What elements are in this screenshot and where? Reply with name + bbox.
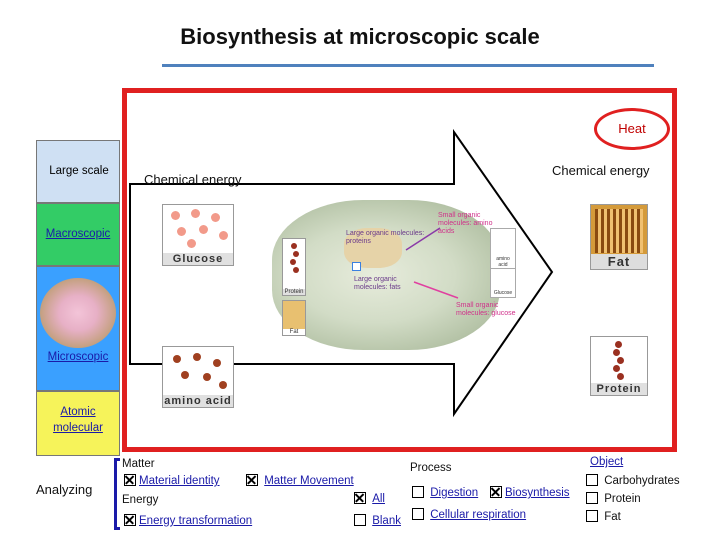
- glucose-inset-label: Glucose: [493, 290, 513, 296]
- arrow-glucose-to-fat: [413, 281, 459, 299]
- blank-option[interactable]: Blank: [354, 514, 401, 527]
- process-frame: [122, 88, 677, 452]
- energy-transformation-label[interactable]: Energy transformation: [139, 515, 253, 527]
- cellular-respiration-label[interactable]: Cellular respiration: [430, 509, 527, 521]
- checkbox-digestion[interactable]: [412, 486, 424, 498]
- scale-macroscopic-link[interactable]: Macroscopic: [45, 228, 111, 240]
- carbohydrates-label[interactable]: Carbohydrates: [604, 475, 680, 487]
- annotation-small-amino: Small organic molecules: amino acids: [438, 212, 493, 235]
- protein-tag-label: Protein: [283, 289, 305, 295]
- checkbox-biosynthesis[interactable]: [490, 486, 502, 498]
- chemical-energy-right: Chemical energy: [552, 163, 650, 178]
- scale-atomic-molecular-link[interactable]: Atomic molecular: [53, 406, 103, 434]
- protein-label[interactable]: Protein: [604, 493, 641, 505]
- material-identity-label[interactable]: Material identity: [139, 475, 220, 487]
- scale-macroscopic[interactable]: Macroscopic: [36, 203, 120, 266]
- matter-movement-option[interactable]: Matter Movement: [246, 474, 354, 487]
- glucose-caption: Glucose: [163, 253, 233, 265]
- page-title: Biosynthesis at microscopic scale: [180, 24, 540, 49]
- all-label[interactable]: All: [372, 493, 385, 505]
- scale-atomic-molecular[interactable]: Atomic molecular: [36, 391, 120, 456]
- fat-tag-label: Fat: [283, 329, 305, 335]
- chemical-energy-left: Chemical energy: [144, 172, 242, 187]
- fat-image: Fat: [590, 204, 648, 270]
- carbohydrates-option[interactable]: Carbohydrates: [586, 474, 680, 487]
- amino-acid-inset-label: amino acid: [496, 256, 510, 268]
- process-heading: Process: [410, 462, 452, 474]
- fat-option[interactable]: Fat: [586, 510, 621, 523]
- scale-large: Large scale: [36, 140, 120, 203]
- cellular-respiration-option[interactable]: Cellular respiration: [412, 508, 526, 521]
- matter-heading: Matter: [122, 458, 155, 470]
- digestion-option[interactable]: Digestion: [412, 486, 478, 499]
- fat-tag: Fat: [282, 300, 306, 336]
- digestion-label[interactable]: Digestion: [430, 487, 479, 499]
- all-option[interactable]: All: [354, 492, 385, 505]
- protein-caption: Protein: [591, 383, 647, 395]
- checkbox-energy-transformation[interactable]: [124, 514, 136, 526]
- animal-cell-thumbnail: [40, 278, 116, 348]
- protein-option[interactable]: Protein: [586, 492, 641, 505]
- checkbox-fat[interactable]: [586, 510, 598, 522]
- checkbox-blank[interactable]: [354, 514, 366, 526]
- annotation-small-glucose: Small organic molecules: glucose: [456, 302, 516, 317]
- amino-acid-caption: amino acid: [163, 395, 233, 407]
- checkbox-protein[interactable]: [586, 492, 598, 504]
- checkbox-material-identity[interactable]: [124, 474, 136, 486]
- protein-tag: Protein: [282, 238, 306, 296]
- title-underline: [162, 64, 654, 67]
- cell-focus-marker: [352, 262, 361, 271]
- object-heading-text: Object: [590, 456, 624, 468]
- glucose-inset: Glucose: [490, 268, 516, 298]
- analyzing-bracket: [114, 458, 120, 530]
- heat-badge: Heat: [594, 108, 670, 150]
- annotation-large-proteins: Large organic molecules: proteins: [346, 230, 425, 245]
- biosynthesis-option[interactable]: Biosynthesis: [490, 486, 570, 499]
- fat-caption: Fat: [591, 254, 647, 269]
- energy-heading: Energy: [122, 494, 159, 506]
- glucose-image: Glucose: [162, 204, 234, 266]
- blank-label[interactable]: Blank: [372, 515, 401, 527]
- fat-label[interactable]: Fat: [604, 511, 621, 523]
- scale-microscopic-link[interactable]: Microscopic: [47, 351, 109, 363]
- object-heading: Object: [590, 456, 623, 468]
- checkbox-cellular-respiration[interactable]: [412, 508, 424, 520]
- checkbox-carbohydrates[interactable]: [586, 474, 598, 486]
- annotation-large-fats: Large organic molecules: fats: [354, 276, 401, 291]
- checkbox-all[interactable]: [354, 492, 366, 504]
- matter-movement-label[interactable]: Matter Movement: [264, 475, 354, 487]
- amino-acid-image: amino acid: [162, 346, 234, 408]
- annotation-arrows: [405, 227, 459, 299]
- biosynthesis-label[interactable]: Biosynthesis: [505, 487, 570, 499]
- material-identity-option[interactable]: Material identity: [124, 474, 220, 487]
- arrow-amino-to-protein: [405, 227, 441, 251]
- analyzing-label: Analyzing: [36, 482, 93, 497]
- nucleus-illustration: [344, 228, 402, 268]
- protein-image: Protein: [590, 336, 648, 396]
- energy-transformation-option[interactable]: Energy transformation: [124, 514, 252, 527]
- checkbox-matter-movement[interactable]: [246, 474, 258, 486]
- cell-illustration: [272, 200, 500, 350]
